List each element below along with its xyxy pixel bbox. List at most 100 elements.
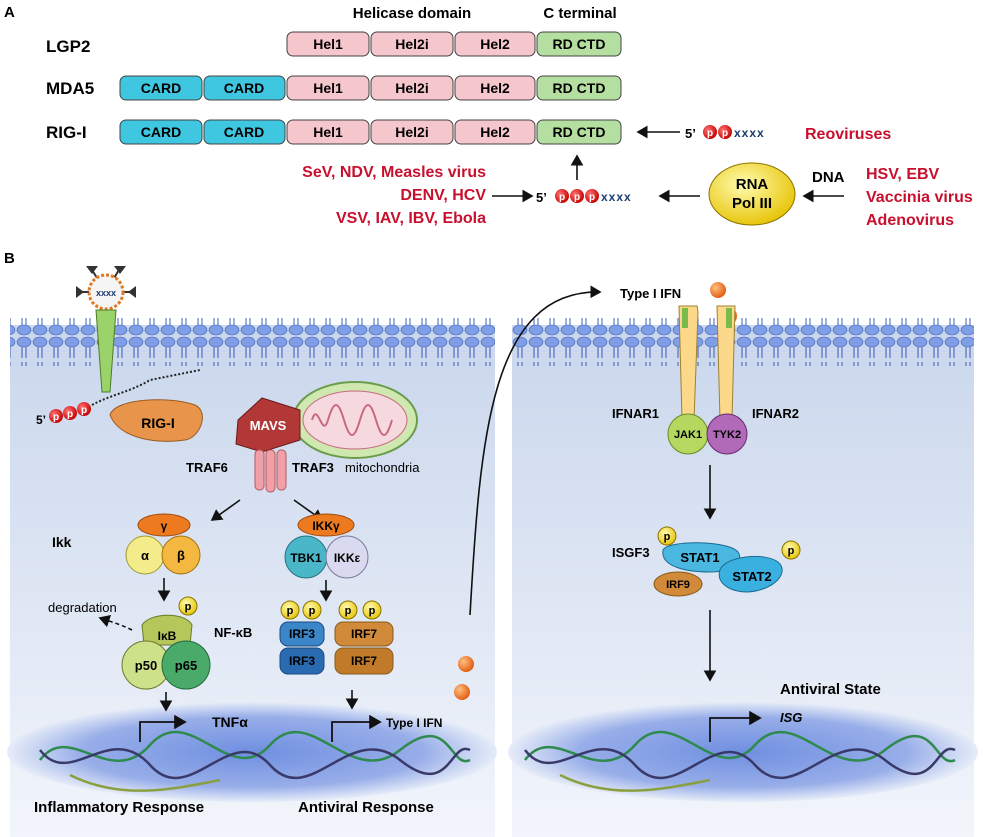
mda5-domains: CARD CARD Hel1 Hel2i Hel2 RD CTD xyxy=(119,75,622,101)
ifn-molecule-icon xyxy=(710,282,726,298)
arrow-ifn-secretion xyxy=(469,285,602,616)
rna-pol-iii-icon xyxy=(708,162,796,226)
phospho-label: p xyxy=(309,605,316,617)
phospho-icon xyxy=(338,600,358,620)
mavs-protein-icon xyxy=(235,397,301,453)
phosphate-icon xyxy=(555,189,569,203)
domain-label: CARD xyxy=(141,124,181,140)
ifnar1-label: IFNAR1 xyxy=(612,406,659,421)
phosphate-label: p xyxy=(53,412,59,423)
p65-label: p65 xyxy=(175,658,197,673)
domain-label: Hel1 xyxy=(313,36,343,52)
c-terminal-header: C terminal xyxy=(543,5,616,22)
mavs-label: MAVS xyxy=(250,418,287,433)
domain-rd-ctd xyxy=(536,31,622,57)
tyk2-icon xyxy=(706,413,748,455)
degradation-label: degradation xyxy=(48,600,117,615)
inflammatory-response-label: Inflammatory Response xyxy=(34,799,204,816)
ikk-gamma-label: γ xyxy=(161,519,168,533)
phosphate-label: p xyxy=(589,192,595,203)
phospho-label: p xyxy=(287,605,294,617)
domain-label: Hel2i xyxy=(395,80,428,96)
irf3-label: IRF3 xyxy=(289,627,315,641)
domain-label: Hel1 xyxy=(313,124,343,140)
domain-label: Hel2 xyxy=(480,80,510,96)
phosphate-icon xyxy=(703,125,717,139)
p50-label: p50 xyxy=(135,658,157,673)
dna-label: DNA xyxy=(812,169,845,186)
p65-icon xyxy=(161,640,211,690)
phosphate-icon xyxy=(570,189,584,203)
phosphate-icon xyxy=(77,402,91,416)
membrane-right xyxy=(512,318,974,366)
domain-hel2 xyxy=(454,31,536,57)
domain-hel2i xyxy=(370,119,454,145)
ikk-beta-label: β xyxy=(177,548,185,563)
virus-genome-label: xxxx xyxy=(96,288,116,298)
panel-a: A Helicase domain C terminal LGP2 MDA5 R… xyxy=(4,4,973,229)
arrow-to-ikk xyxy=(210,499,241,521)
dna-helix-left xyxy=(39,730,471,792)
traf6-label: TRAF6 xyxy=(186,460,228,475)
rna-strand-label: xxxx xyxy=(601,190,632,204)
jak1-label: JAK1 xyxy=(674,429,702,441)
antiviral-state-label: Antiviral State xyxy=(780,681,881,698)
promoter-isg xyxy=(709,710,762,742)
domain-label: Hel2i xyxy=(395,124,428,140)
domain-rd-ctd xyxy=(536,75,622,101)
phospho-icon xyxy=(302,600,322,620)
panel-b: B xyxy=(4,250,978,837)
ifnar2-label: IFNAR2 xyxy=(752,406,799,421)
traf-stalk-icon xyxy=(276,449,287,491)
domain-label: Hel1 xyxy=(313,80,343,96)
ifn-molecule-icon xyxy=(458,656,474,672)
domain-hel2 xyxy=(454,119,536,145)
domain-label: CARD xyxy=(224,124,264,140)
phosphate-label: p xyxy=(722,128,728,139)
domain-label: RD CTD xyxy=(553,124,606,140)
reoviruses-label: Reoviruses xyxy=(805,126,891,143)
virus-list-left-1: SeV, NDV, Measles virus xyxy=(302,164,486,181)
irf7-label: IRF7 xyxy=(351,654,377,668)
ifn-molecule-icon xyxy=(454,684,470,700)
irf3-label: IRF3 xyxy=(289,654,315,668)
domain-card xyxy=(203,119,286,145)
protein-name-lgp2: LGP2 xyxy=(46,37,90,56)
lgp2-domains: Hel1 Hel2i Hel2 RD CTD xyxy=(286,31,622,57)
pol3-label-2: Pol III xyxy=(732,195,772,212)
rna-5prime-label: 5’ xyxy=(36,413,46,427)
domain-label: Hel2 xyxy=(480,36,510,52)
ikke-label: IKKε xyxy=(334,551,361,565)
ikkg-label: IKKγ xyxy=(312,519,340,533)
irf3-icon xyxy=(279,621,325,647)
panel-a-label: A xyxy=(4,4,15,21)
rna-5prime-label: 5’ xyxy=(536,190,547,205)
protein-name-mda5: MDA5 xyxy=(46,79,94,98)
domain-hel1 xyxy=(286,75,370,101)
isgf3-label: ISGF3 xyxy=(612,545,650,560)
protein-name-rig-i: RIG-I xyxy=(46,123,87,142)
mitochondria-label: mitochondria xyxy=(345,460,420,475)
domain-label: Hel2 xyxy=(480,124,510,140)
traf-stalk-icon xyxy=(265,449,276,493)
domain-card xyxy=(119,75,203,101)
phospho-label: p xyxy=(788,545,795,557)
type1-ifn-label: Type I IFN xyxy=(620,286,681,301)
irf7-label: IRF7 xyxy=(351,627,377,641)
nfkb-label: NF-κB xyxy=(214,625,252,640)
phosphate-label: p xyxy=(574,192,580,203)
panel-b-label: B xyxy=(4,250,15,267)
ikk-gamma-icon xyxy=(137,513,191,537)
phosphate-icon xyxy=(63,406,77,420)
phosphate-label: p xyxy=(67,409,73,420)
phosphate-label: p xyxy=(707,128,713,139)
helicase-domain-header: Helicase domain xyxy=(353,5,471,22)
receptor-band xyxy=(682,308,688,328)
phosphate-label: p xyxy=(559,192,565,203)
tyk2-label: TYK2 xyxy=(713,429,741,441)
rna-5prime-label: 5’ xyxy=(685,126,696,141)
domain-label: CARD xyxy=(224,80,264,96)
virus-list-left-3: VSV, IAV, IBV, Ebola xyxy=(336,210,486,227)
ikb-icon xyxy=(141,614,193,646)
ikk-gamma2-icon xyxy=(297,513,355,537)
